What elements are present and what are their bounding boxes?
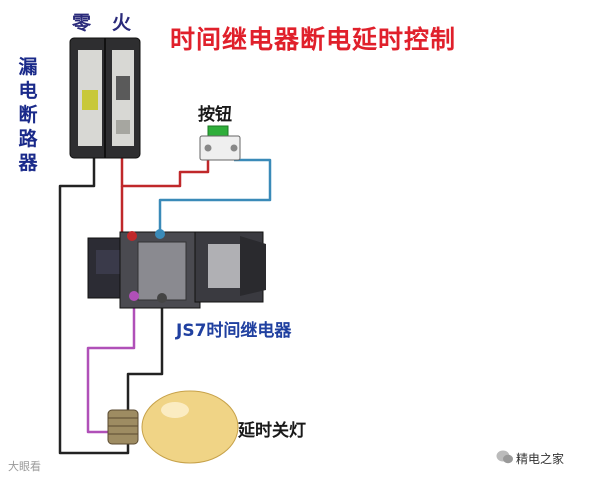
- light-bulb: [107, 390, 239, 464]
- wechat-icon: [496, 450, 513, 464]
- black-wire-neutral: [58, 152, 130, 455]
- time-relay: [87, 229, 266, 309]
- magenta-wire-relay-to-lamp: [86, 290, 136, 434]
- blue-wire-button-to-relay: [158, 158, 272, 230]
- leakage-breaker: [69, 37, 141, 159]
- neutral-label: 零: [72, 12, 92, 34]
- watermark-right: 精电之家: [516, 452, 565, 466]
- relay-label: JS7时间继电器: [176, 321, 292, 341]
- lamp-label: 延时关灯: [238, 421, 306, 441]
- red-wire-live-to-button: [120, 152, 210, 188]
- red-wire-live-to-relay: [120, 186, 132, 238]
- button-label: 按钮: [198, 105, 232, 125]
- breaker-name-label: 漏电断路器: [18, 56, 38, 174]
- push-button: [199, 125, 241, 161]
- diagram-title: 时间继电器断电延时控制: [170, 25, 457, 54]
- black-wire-relay-to-lamp: [126, 298, 164, 412]
- watermark-left: 大眼看: [8, 460, 41, 473]
- live-label: 火: [112, 12, 132, 34]
